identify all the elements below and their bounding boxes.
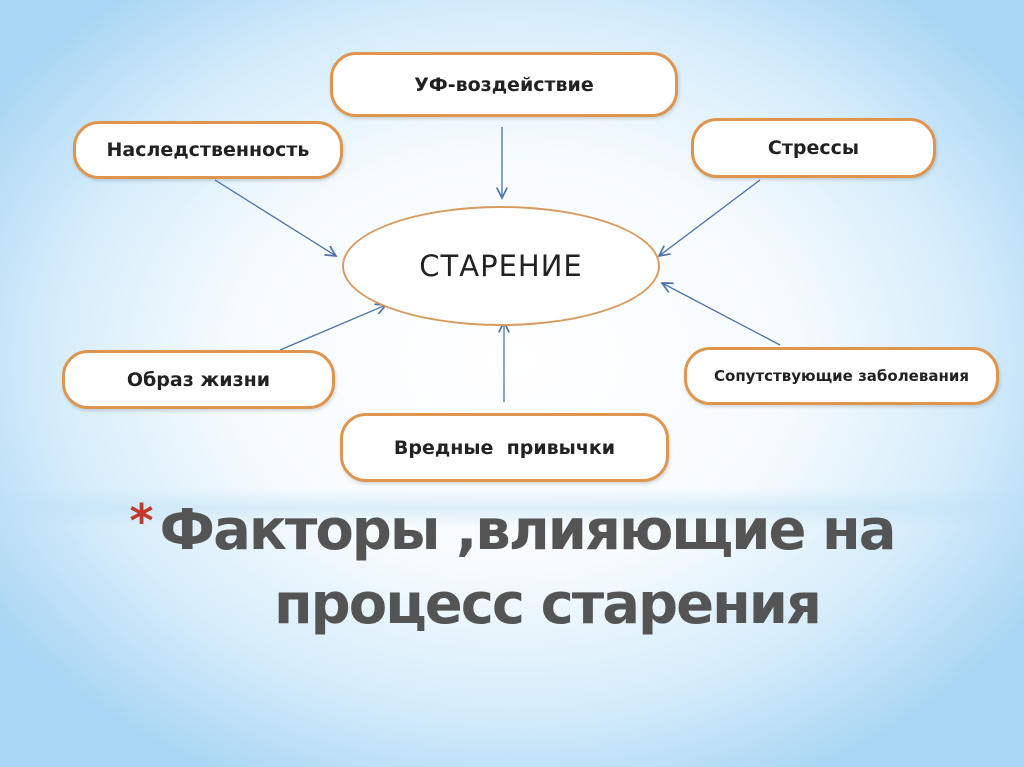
- factor-lifestyle: Образ жизни: [62, 350, 335, 409]
- background-band: [0, 488, 1024, 528]
- title-bullet: *: [129, 494, 154, 548]
- title-line-1: Факторы ,влияющие на: [159, 498, 897, 563]
- factor-heredity: Наследственность: [73, 121, 343, 179]
- arrow-lifestyle: [279, 305, 386, 351]
- arrow-stress: [659, 179, 761, 256]
- arrow-heredity: [214, 179, 336, 256]
- arrow-diseases: [662, 283, 781, 346]
- factor-uv: УФ-воздействие: [330, 52, 678, 117]
- factor-diseases: Сопутствующие заболевания: [684, 347, 999, 405]
- title-line-1-row: *Факторы ,влияющие на: [0, 498, 1024, 564]
- factor-stress: Стрессы: [691, 118, 936, 178]
- factor-habits: Вредные привычки: [340, 413, 669, 482]
- center-aging: СТАРЕНИЕ: [342, 206, 660, 326]
- title-line-2: процесс старения: [273, 572, 822, 637]
